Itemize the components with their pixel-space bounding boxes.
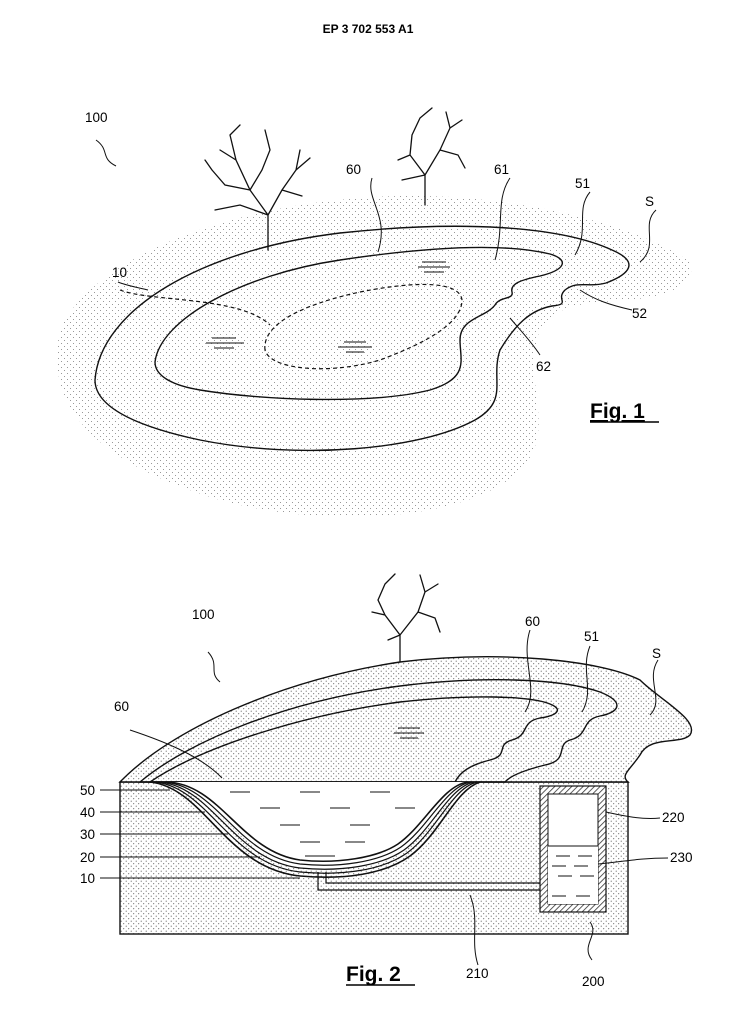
fig1-label-61: 61: [494, 162, 509, 177]
fig1-tree-left: [204, 124, 311, 251]
fig2-label-40: 40: [80, 805, 95, 820]
fig2-water-ripples: [394, 727, 424, 739]
fig2-label-210: 210: [466, 966, 489, 981]
fig2-liner-layers: [149, 781, 481, 878]
fig2-tank-water-marks: [548, 845, 598, 897]
fig2-label-30: 30: [80, 827, 95, 842]
fig1-label-60: 60: [346, 162, 361, 177]
publication-number: EP 3 702 553 A1: [323, 22, 414, 36]
fig1-surrounding-soil: [56, 195, 692, 517]
fig1-label-62: 62: [536, 359, 551, 374]
fig1-caption: Fig. 1: [590, 400, 645, 423]
fig2-surface-soil: [118, 656, 693, 783]
fig2-label-200: 200: [582, 974, 605, 989]
fig2-label-50: 50: [80, 783, 95, 798]
fig2-label-S: S: [652, 646, 661, 661]
fig2-pond-water-body: [160, 782, 475, 870]
fig1-label-100: 100: [85, 110, 108, 125]
fig2-label-51: 51: [584, 629, 599, 644]
fig1-water-ripples: [206, 261, 450, 353]
fig2-label-20: 20: [80, 850, 95, 865]
fig2-caption: Fig. 2: [346, 963, 401, 986]
fig2-water-surface: [147, 696, 559, 783]
fig1-label-51: 51: [575, 176, 590, 191]
fig2-label-10: 10: [80, 871, 95, 886]
fig2-tank-water: [548, 846, 598, 904]
fig2-label-60-top: 60: [525, 614, 540, 629]
fig2-leaders: [100, 629, 669, 966]
fig2-outer-rim: [138, 679, 618, 783]
fig1-leaders: [95, 139, 657, 356]
fig1-tree-right: [397, 107, 466, 206]
fig2-label-60-left: 60: [114, 699, 129, 714]
fig1-label-52: 52: [632, 306, 647, 321]
fig2-label-230: 230: [670, 850, 693, 865]
fig1-label-S: S: [645, 194, 654, 209]
fig2-pond-water-marks: [230, 791, 415, 857]
fig1-water-edge: [154, 246, 563, 401]
figure-2: 100 60 51 S 60 50 40 30 20 10 220 230 21…: [80, 573, 693, 989]
fig2-drain-pipe: [317, 872, 560, 891]
figure-1: 100 10 60 61 51 S 52 62 Fig. 1: [56, 107, 692, 517]
fig1-label-10: 10: [112, 265, 127, 280]
fig1-outer-rim: [94, 225, 630, 452]
fig2-label-220: 220: [662, 810, 685, 825]
fig2-label-100: 100: [192, 607, 215, 622]
fig2-tree: [371, 573, 441, 663]
fig1-membrane-dashed: [119, 283, 463, 370]
